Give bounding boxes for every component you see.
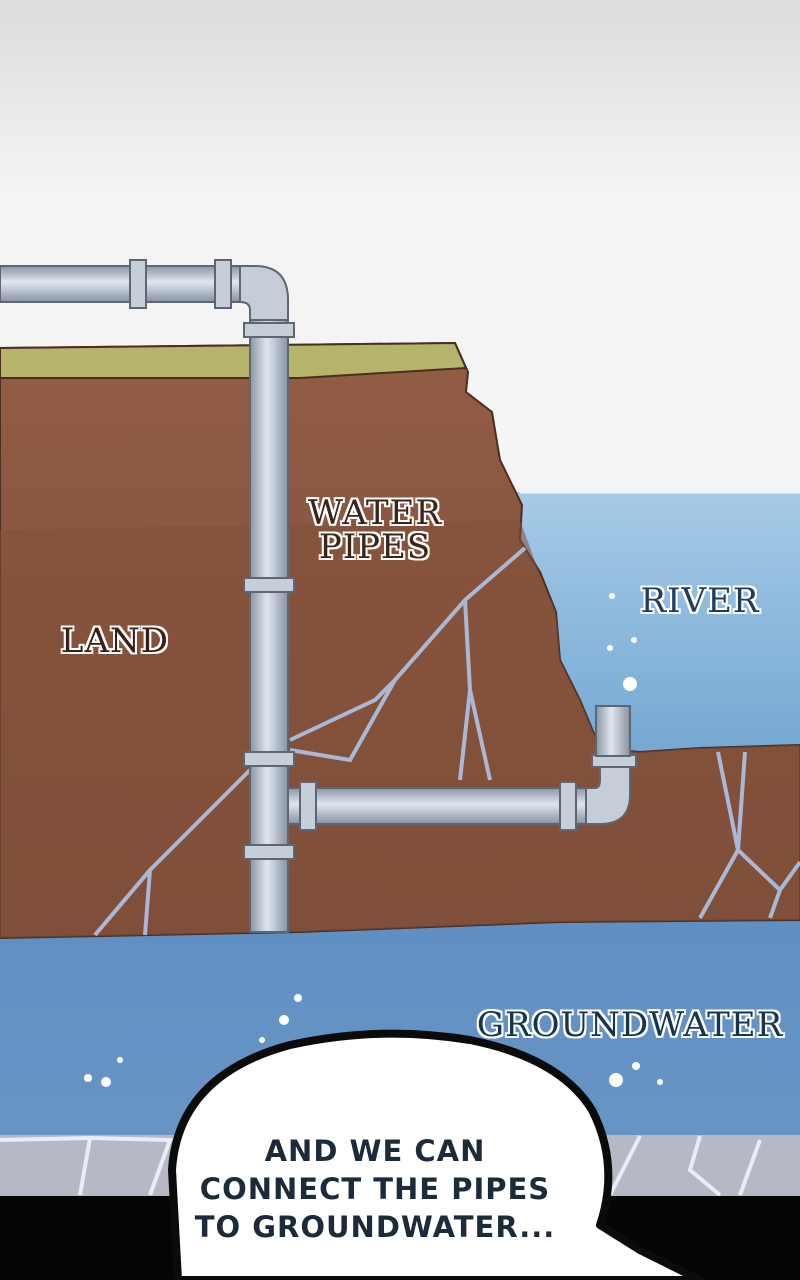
speech-line-3: TO GROUNDWATER...	[194, 1210, 556, 1244]
speech-bubble	[168, 1029, 704, 1280]
deep-soil	[0, 520, 800, 938]
water-pipes-label: WATER PIPES	[290, 496, 460, 564]
water-pipes-label-line2: PIPES	[318, 527, 432, 567]
groundwater-label: GROUNDWATER	[476, 1005, 784, 1045]
water-pipes-label-line1: WATER	[307, 493, 443, 533]
water-channels	[93, 546, 800, 937]
speech-line-2: CONNECT THE PIPES	[199, 1172, 551, 1206]
bubbles	[84, 593, 663, 1087]
water-pipes	[0, 259, 637, 933]
land-label: LAND	[60, 621, 170, 661]
river-label: RIVER	[640, 581, 760, 621]
speech-line-1: AND WE CAN	[264, 1134, 486, 1168]
grass	[0, 341, 468, 379]
speech-bubble-text: AND WE CAN CONNECT THE PIPES TO GROUNDWA…	[190, 1132, 560, 1246]
